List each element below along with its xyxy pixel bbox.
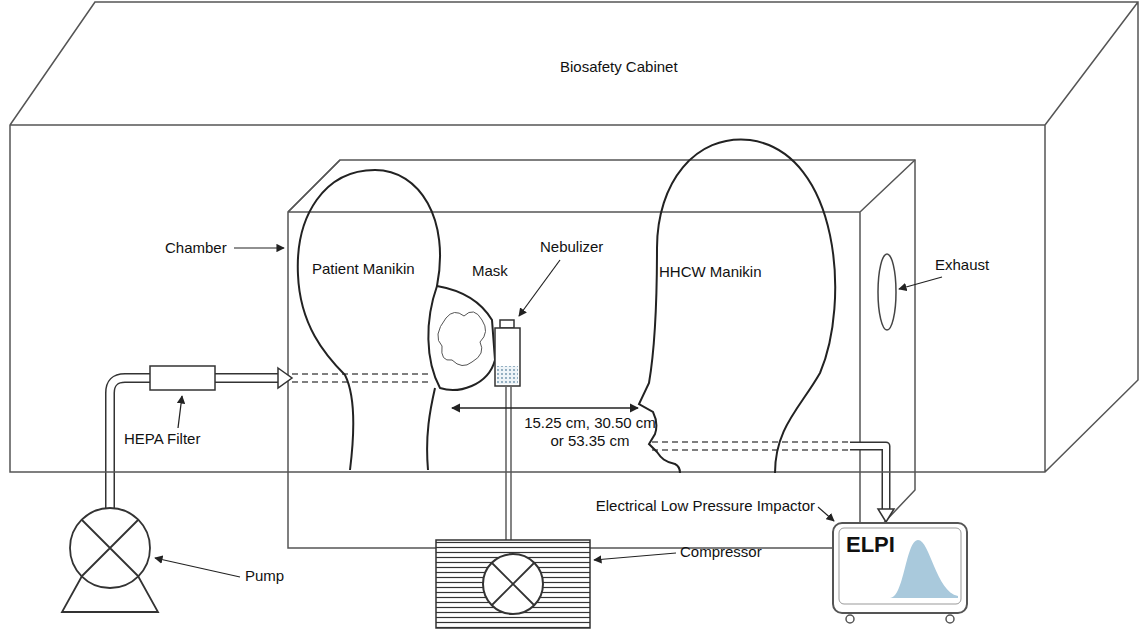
label-anchor: Mask: [472, 262, 508, 280]
leader-lines: [155, 248, 942, 577]
chamber-outline: [288, 160, 915, 548]
label-text: 15.25 cm, 30.50 cm or 53.35 cm: [520, 414, 660, 450]
manikin-head-outline: [635, 128, 850, 473]
text-anchor: HHCW Manikin: [659, 263, 762, 281]
label-anchor: Compressor: [680, 543, 762, 561]
node-text: Patient Manikin: [312, 260, 415, 278]
sampling-tube: [652, 442, 850, 450]
compressor-symbol: [436, 540, 590, 628]
tube-connector: [850, 446, 894, 522]
text-anchor: Biosafety Cabinet: [560, 58, 678, 76]
exhaust-port: [878, 254, 896, 330]
label-anchor: HEPA Filter: [124, 430, 200, 448]
label-text: Mask: [472, 262, 508, 280]
elpi-wheels: [846, 615, 954, 623]
label-text: Compressor: [680, 543, 762, 561]
label-text: Pump: [245, 567, 284, 585]
label-anchor: 15.25 cm, 30.50 cm or 53.35 cm: [520, 414, 660, 450]
elpi-monitor: ELPI: [832, 522, 968, 614]
label-anchor: Exhaust: [935, 256, 989, 274]
node-text: HHCW Manikin: [659, 263, 762, 281]
hepa-filter: [150, 366, 215, 390]
label-anchor: Pump: [245, 567, 284, 585]
nebulizer-body: [495, 320, 520, 386]
compressor-tube: [506, 387, 511, 540]
manikin-head: HHCW Manikin: [635, 128, 850, 473]
mask-detail: [438, 312, 486, 366]
label-text: Chamber: [165, 239, 227, 257]
text-anchor: Patient Manikin: [312, 260, 415, 278]
manikin-head: Patient Manikin: [290, 160, 520, 470]
node-text: ELPI: [846, 532, 895, 558]
label-text: HEPA Filter: [124, 430, 200, 448]
node-text: Biosafety Cabinet: [560, 58, 678, 76]
label-text: Exhaust: [935, 256, 989, 274]
manikin-head-outline: [290, 160, 520, 470]
label-anchor: Electrical Low Pressure Impactor: [596, 497, 815, 515]
distance-arrow: [452, 407, 638, 408]
text-anchor: ELPI: [846, 532, 895, 558]
label-anchor: Nebulizer: [540, 238, 603, 256]
label-anchor: Chamber: [165, 239, 227, 257]
pump-symbol: [62, 508, 158, 612]
label-text: Electrical Low Pressure Impactor: [596, 497, 815, 515]
label-text: Nebulizer: [540, 238, 603, 256]
mask: [428, 286, 495, 390]
